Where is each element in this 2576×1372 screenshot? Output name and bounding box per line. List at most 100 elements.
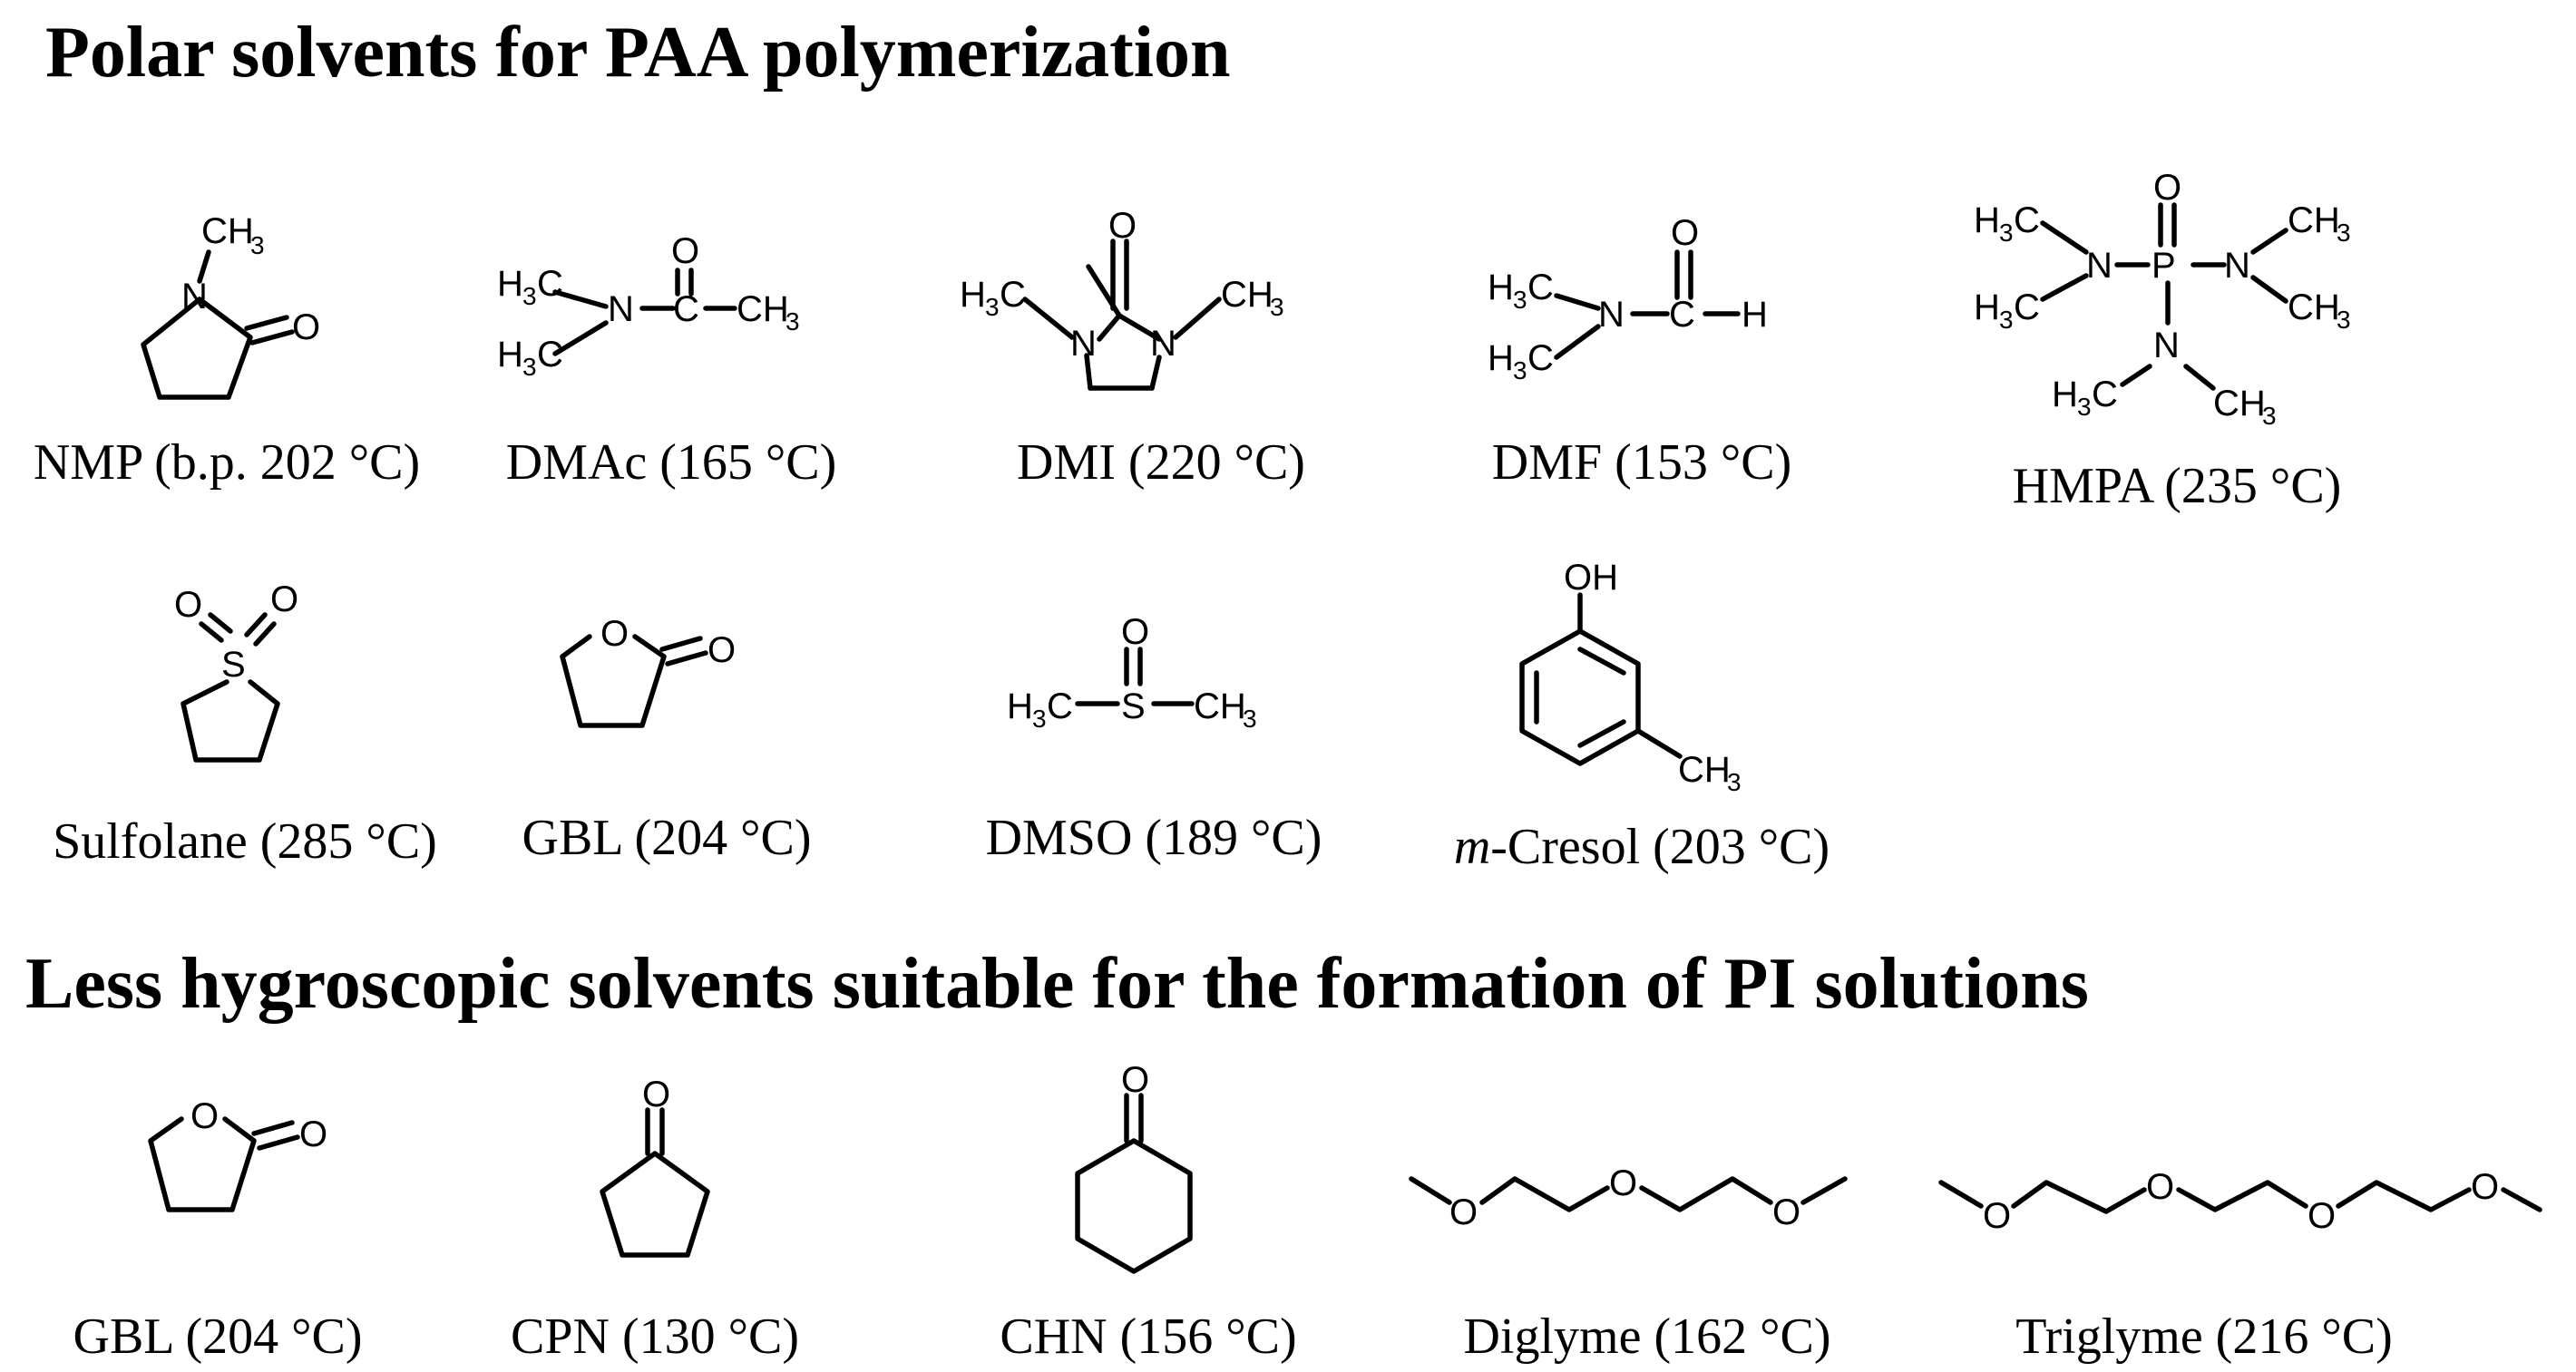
gbl-2-atom-o-ring: O [190,1096,219,1136]
hmpa-atom-ch3-a-sub: 3 [2337,219,2351,247]
caption-m-cresol-rest: -Cresol (203 °C) [1490,819,1830,875]
m-cresol-atom-ch3: CH [1678,750,1731,790]
dmi-atom-ch3: CH [1221,275,1273,315]
hmpa-atom-h3c-b-c: C [2014,287,2040,327]
diglyme-atom-o3: O [1772,1192,1800,1232]
dmf-atom-o: O [1671,213,1699,253]
triglyme-atom-o3: O [2308,1196,2336,1236]
triglyme-atom-o1: O [1983,1196,2011,1236]
gbl-1-atom-o-keto: O [707,630,736,670]
hmpa-atom-h3c-c-c: C [2092,375,2118,414]
dmac-atom-h3c-b-c: C [537,335,563,375]
dmi-atom-n1: N [1070,324,1097,364]
caption-hmpa: HMPA (235 °C) [2012,458,2342,514]
diglyme-atom-o2: O [1609,1163,1637,1203]
caption-m-cresol-italic: m [1453,819,1491,875]
dmso-atom-h3c-sub: 3 [1032,705,1047,733]
dmac-atom-c: C [673,289,699,329]
m-cresol-atom-ch3-sub: 3 [1727,768,1742,796]
dmac-atom-ch3-sub: 3 [785,307,800,336]
hmpa-atom-h3c-c-sub: 3 [2077,393,2092,421]
caption-triglyme: Triglyme (216 °C) [2015,1309,2393,1365]
dmf-atom-h3c-b-sub: 3 [1513,356,1527,384]
section-title-polar-solvents: Polar solvents for PAA polymerization [45,13,1231,92]
dmac-atom-h3c-b-sub: 3 [522,353,537,381]
hmpa-atom-ch3-c: CH [2213,384,2266,423]
gbl-1-atom-o-ring: O [600,614,629,654]
section-title-less-hygroscopic-solvents: Less hygroscopic solvents suitable for t… [25,944,2089,1024]
dmf-atom-h3c-a-sub: 3 [1513,286,1527,314]
dmi-atom-n2: N [1150,324,1176,364]
dmso-atom-ch3-sub: 3 [1243,705,1257,733]
dmf-atom-h3c-b: H [1488,338,1514,378]
hmpa-atom-ch3-a: CH [2288,200,2340,240]
dmac-atom-o: O [671,231,699,271]
nmp-atom-o: O [292,307,320,347]
hmpa-atom-h3c-a-c: C [2014,200,2040,240]
hmpa-atom-o: O [2153,168,2181,208]
caption-cpn: CPN (130 °C) [511,1309,799,1365]
dmac-atom-h3c-b: H [497,335,523,375]
hmpa-atom-n3: N [2153,326,2180,365]
sulfolane-atom-s: S [221,645,246,685]
dmf-atom-h: H [1742,295,1768,335]
hmpa-atom-h3c-b: H [1974,287,2000,327]
nmp-atom-ch3: CH [201,211,254,251]
sulfolane-atom-o1: O [174,585,202,625]
dmso-atom-h3c: H [1007,686,1033,726]
sulfolane-atom-o2: O [270,579,298,619]
dmi-atom-o: O [1108,206,1137,246]
dmf-atom-c: C [1669,295,1695,335]
hmpa-atom-ch3-c-sub: 3 [2262,402,2277,430]
dmf-atom-h3c-a-c: C [1527,268,1554,307]
gbl-2-atom-o-keto: O [299,1114,327,1154]
caption-dmf: DMF (153 °C) [1491,434,1792,491]
caption-chn: CHN (156 °C) [1000,1309,1297,1365]
m-cresol-atom-oh: OH [1564,558,1618,598]
hmpa-atom-n1: N [2086,246,2113,286]
caption-diglyme: Diglyme (162 °C) [1463,1309,1831,1365]
hmpa-atom-p: P [2152,246,2176,286]
caption-nmp: NMP (b.p. 202 °C) [33,434,421,491]
dmi-atom-h3c: H [960,275,986,315]
caption-gbl-2: GBL (204 °C) [73,1309,363,1365]
hmpa-atom-n2: N [2224,246,2250,286]
dmi-atom-ch3-sub: 3 [1270,293,1284,321]
dmf-atom-h3c-b-c: C [1527,338,1554,378]
nmp-atom-ch3-sub: 3 [250,231,265,259]
caption-dmi: DMI (220 °C) [1017,434,1305,491]
dmso-atom-ch3: CH [1194,686,1246,726]
triglyme-atom-o4: O [2471,1167,2499,1207]
dmac-atom-n: N [608,289,634,329]
caption-m-cresol: m-Cresol (203 °C) [1454,822,1830,872]
dmac-atom-h3c-a-c: C [537,264,563,304]
nmp-atom-n: N [181,277,208,316]
cpn-atom-o: O [642,1075,670,1114]
dmac-atom-h3c-a: H [497,264,523,304]
hmpa-atom-ch3-b-sub: 3 [2337,306,2351,334]
diglyme-atom-o1: O [1449,1192,1478,1232]
hmpa-atom-h3c-b-sub: 3 [1999,306,2014,334]
caption-gbl-1: GBL (204 °C) [522,810,812,866]
dmac-atom-h3c-a-sub: 3 [522,282,537,310]
dmf-atom-n: N [1598,295,1625,335]
caption-dmso: DMSO (189 °C) [985,810,1322,866]
dmf-atom-h3c-a: H [1488,268,1514,307]
triglyme-atom-o2: O [2146,1167,2174,1207]
caption-sulfolane: Sulfolane (285 °C) [53,813,437,870]
dmi-atom-h3c-c: C [1000,275,1026,315]
dmso-atom-o: O [1121,612,1149,652]
chn-atom-o: O [1121,1060,1149,1100]
